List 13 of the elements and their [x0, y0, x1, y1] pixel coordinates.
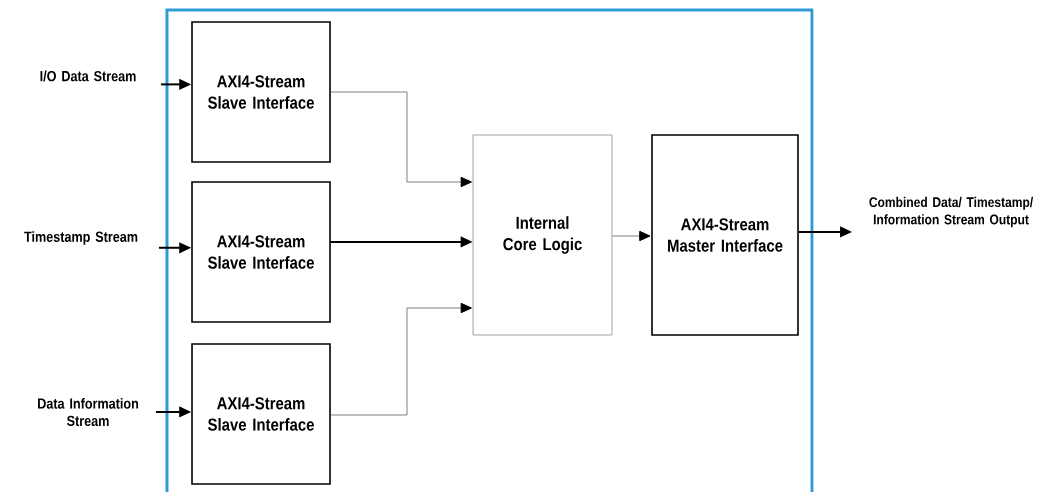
system-boundary-box — [165, 8, 814, 492]
stream-label: Data Information Stream — [38, 397, 138, 427]
stream-label: Timestamp Stream — [24, 231, 138, 245]
stream-label: I/O Data Stream — [40, 70, 136, 82]
arrow — [611, 230, 651, 242]
interface-box: AXI4-Stream Slave Interface — [191, 181, 331, 323]
interface-box: AXI4-Stream Master Interface — [651, 134, 799, 336]
stream-label: Combined Data/ Timestamp/ Information Stream Output — [869, 196, 1034, 228]
interface-box: AXI4-Stream Slave Interface — [191, 343, 331, 485]
arrow — [330, 302, 472, 416]
core-logic-box: Internal Core Logic — [472, 134, 613, 336]
interface-box: AXI4-Stream Slave Interface — [191, 21, 331, 163]
arrow — [330, 91, 472, 188]
